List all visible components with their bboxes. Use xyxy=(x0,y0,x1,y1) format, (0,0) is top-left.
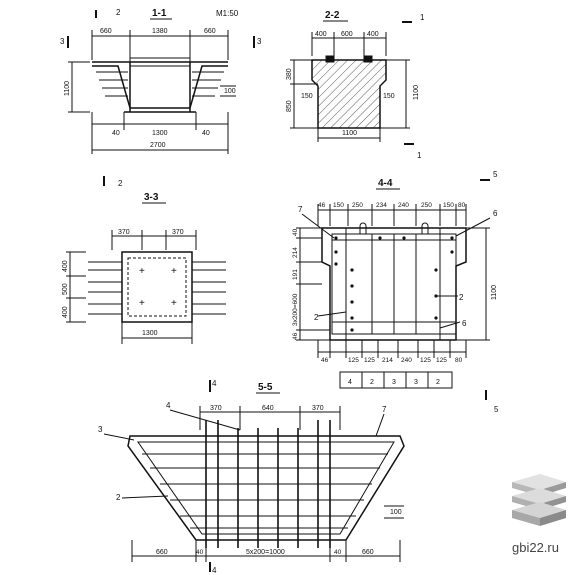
dim-text: 1300 xyxy=(142,330,158,337)
dim-text: 46 xyxy=(318,202,326,209)
cut-mark-label: 2 xyxy=(118,179,123,188)
section-3-3: 3-3 370 370 + + + + 400 500 400 1300 xyxy=(62,192,226,344)
dim-text: 125 xyxy=(420,357,431,364)
callout-label: 2 xyxy=(314,313,319,322)
dim-text: 150 xyxy=(333,202,344,209)
dim-text: 191 xyxy=(292,269,299,280)
dim-text: 250 xyxy=(421,202,432,209)
svg-text:+: + xyxy=(171,298,177,309)
dim-text: 660 xyxy=(100,28,112,35)
dim-text: 240 xyxy=(401,357,412,364)
dim-text: 400 xyxy=(367,31,379,38)
dim-text: 1300 xyxy=(152,130,168,137)
dim-text: 46 xyxy=(321,357,329,364)
dim-text: 125 xyxy=(436,357,447,364)
dim-text: 640 xyxy=(262,405,274,412)
dim-text: 1100 xyxy=(491,285,498,300)
schedule-cell: 3 xyxy=(414,379,418,386)
dim-text: 214 xyxy=(292,247,299,258)
dim-text: 600 xyxy=(341,31,353,38)
svg-text:+: + xyxy=(171,266,177,277)
dim-text: 234 xyxy=(376,202,387,209)
dim-text: 500 xyxy=(62,283,69,295)
dim-text: 150 xyxy=(301,93,313,100)
cut-mark-label: 5 xyxy=(494,405,499,414)
cut-mark-label: 5 xyxy=(493,170,498,179)
dim-text: 1100 xyxy=(64,81,71,96)
cut-mark-label: 1 xyxy=(417,151,422,160)
callout-label: 4 xyxy=(166,401,171,410)
dim-text: 5x200=1000 xyxy=(246,549,285,556)
callout-label: 2 xyxy=(116,493,121,502)
schedule-cell: 2 xyxy=(436,379,440,386)
cut-mark-label: 3 xyxy=(60,37,65,46)
dim-text: 40 xyxy=(292,228,299,236)
schedule-cell: 3 xyxy=(392,379,396,386)
dim-text: 850 xyxy=(286,100,293,112)
dim-text: 40 xyxy=(202,130,210,137)
dim-text: 100 xyxy=(390,509,402,516)
dim-text: 100 xyxy=(224,88,236,95)
section-1-1-title: 1-1 xyxy=(152,8,167,19)
dim-text: 400 xyxy=(315,31,327,38)
section-5-5-title: 5-5 xyxy=(258,382,273,393)
dim-text: 380 xyxy=(286,68,293,80)
callout-label: 7 xyxy=(382,405,387,414)
dim-text: 240 xyxy=(398,202,409,209)
scale-label: M1:50 xyxy=(216,9,239,18)
dim-text: 400 xyxy=(62,306,69,318)
dim-text: 214 xyxy=(382,357,393,364)
dim-text: 150 xyxy=(383,93,395,100)
watermark-text: gbi22.ru xyxy=(512,540,559,555)
section-5-5: 5-5 4 370 640 370 4 xyxy=(98,379,405,575)
dim-text: 400 xyxy=(62,260,69,272)
cut-mark-label: 1 xyxy=(420,13,425,22)
section-2-2: 2-2 1 400 600 400 380 850 150 150 1100 xyxy=(286,10,425,160)
dim-text: 40 xyxy=(112,130,120,137)
dim-text: 660 xyxy=(362,549,374,556)
callout-label: 6 xyxy=(462,319,467,328)
dim-text: 660 xyxy=(204,28,216,35)
dim-text: 660 xyxy=(156,549,168,556)
dim-text: 1380 xyxy=(152,28,168,35)
dim-text: 40 xyxy=(334,549,342,556)
watermark-logo-icon xyxy=(512,474,566,526)
dim-text: 150 xyxy=(443,202,454,209)
schedule-cell: 2 xyxy=(370,379,374,386)
dim-text: 370 xyxy=(312,405,324,412)
cut-mark-label: 3 xyxy=(257,37,262,46)
dim-text: 80 xyxy=(455,357,463,364)
dim-text: 3x200=600 xyxy=(292,293,299,326)
dim-text: 370 xyxy=(210,405,222,412)
cut-mark-label: 4 xyxy=(212,379,217,388)
cut-mark-label: 4 xyxy=(212,566,217,575)
section-4-4-title: 4-4 xyxy=(378,178,393,189)
section-3-3-title: 3-3 xyxy=(144,192,159,203)
svg-text:+: + xyxy=(139,298,145,309)
dim-text: 40 xyxy=(196,549,204,556)
dim-text: 370 xyxy=(118,229,130,236)
dim-text: 1100 xyxy=(413,85,420,100)
callout-label: 2 xyxy=(459,293,464,302)
dim-text: 250 xyxy=(352,202,363,209)
section-1-1: 1-1 M1:50 2 3 3 660 1380 660 1100 xyxy=(60,8,262,188)
bar-schedule: 4 2 3 3 2 xyxy=(339,371,453,389)
cut-mark-label: 2 xyxy=(116,8,121,17)
section-4-4: 4-4 5 46 150 250 234 240 250 150 80 xyxy=(292,170,499,414)
callout-label: 7 xyxy=(298,205,303,214)
dim-text: 1100 xyxy=(342,130,357,137)
callout-label: 3 xyxy=(98,425,103,434)
dim-text: 46 xyxy=(292,332,299,340)
dim-text: 125 xyxy=(364,357,375,364)
callout-label: 6 xyxy=(493,209,498,218)
dim-text: 125 xyxy=(348,357,359,364)
schedule-cell: 4 xyxy=(348,379,352,386)
dim-text: 370 xyxy=(172,229,184,236)
dim-text: 2700 xyxy=(150,142,166,149)
dim-text: 80 xyxy=(458,202,466,209)
svg-text:+: + xyxy=(139,266,145,277)
section-2-2-title: 2-2 xyxy=(325,10,340,21)
